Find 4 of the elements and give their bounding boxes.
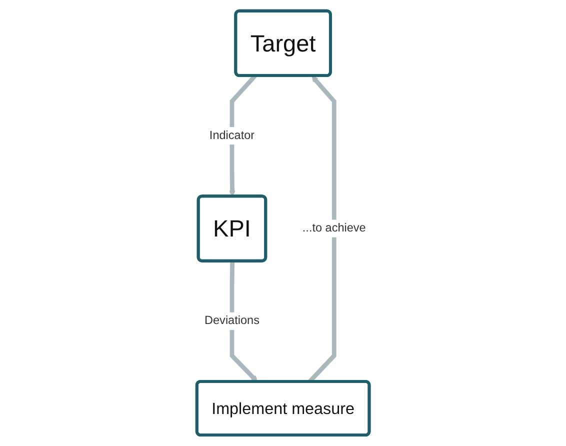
arrow: [230, 261, 258, 382]
edge-label: ...to achieve: [302, 222, 366, 234]
edge-label: Deviations: [204, 314, 260, 328]
edge-label: Indicator: [209, 129, 254, 142]
